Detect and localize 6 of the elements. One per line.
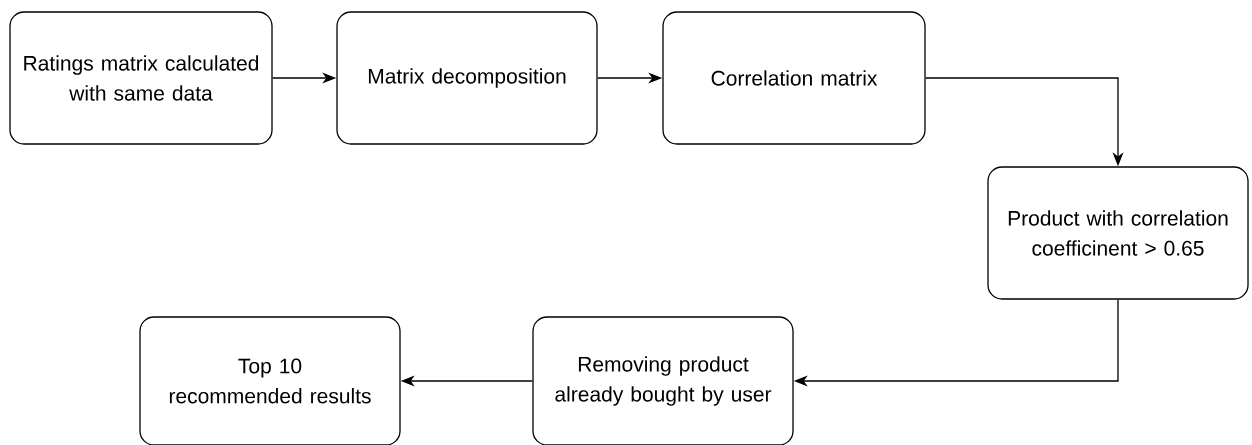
process-box: Matrix decomposition [336,11,598,145]
process-box: Removing product already bought by user [532,316,794,445]
process-box: Correlation matrix [662,11,926,145]
process-box: Product with correlation coefficinent > 0.65 [987,166,1249,300]
process-box: Ratings matrix calculated with same data [9,11,273,145]
process-box: Top 10 recommended results [139,316,401,445]
